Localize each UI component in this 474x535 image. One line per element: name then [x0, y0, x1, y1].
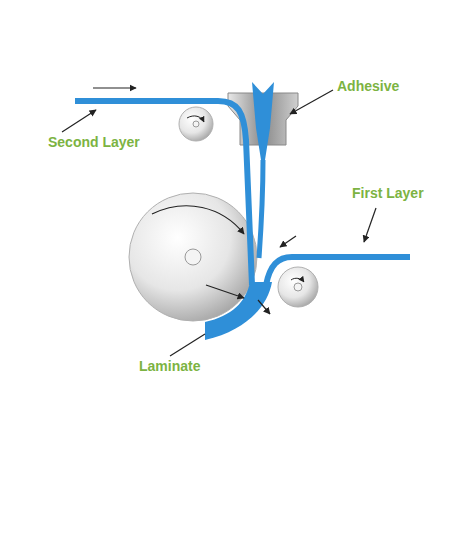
- roller-axle: [294, 283, 302, 291]
- part-label: Laminate: [137, 358, 202, 374]
- nip-roller: [278, 267, 318, 307]
- direction-arrow: [280, 236, 296, 247]
- leader-line: [364, 208, 376, 242]
- roller-axle: [185, 249, 201, 265]
- direction-arrow: [206, 285, 244, 298]
- first-layer-web: [266, 257, 410, 285]
- part-label: First Layer: [350, 185, 426, 201]
- roller-axle: [193, 121, 199, 127]
- direction-arrow: [258, 300, 270, 314]
- part-label: Second Layer: [46, 134, 142, 150]
- rotation-arrow: [152, 206, 244, 234]
- second-layer-web: [75, 101, 252, 285]
- guide-roller: [179, 107, 213, 141]
- main-roller: [129, 193, 257, 321]
- laminate-web: [205, 282, 272, 340]
- leader-line: [170, 334, 205, 356]
- rotation-arrow: [291, 278, 304, 282]
- rotation-arrow: [187, 116, 204, 122]
- adhesive-stream: [252, 82, 274, 160]
- direction-arrow: [93, 87, 136, 88]
- adhesive-stream: [259, 160, 263, 258]
- adhesive-label: Adhesive: [335, 78, 401, 94]
- leader-line: [290, 90, 333, 114]
- leader-line: [62, 110, 96, 132]
